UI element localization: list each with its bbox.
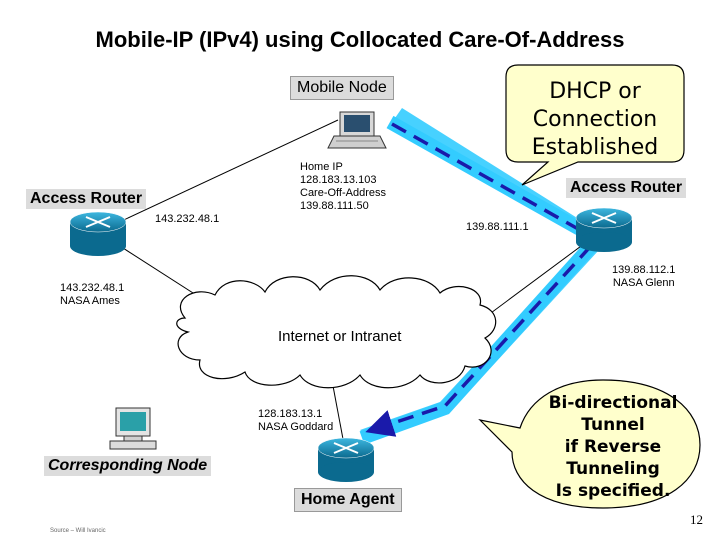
mobile-node-info: Home IP 128.183.13.103 Care-Off-Address … — [300, 161, 386, 213]
mobile-node-info-line: 139.88.111.50 — [300, 200, 369, 212]
home-agent-router-icon — [317, 437, 375, 482]
tunnel-callout-line: Bi-directional — [548, 393, 678, 413]
access-router-left-icon — [69, 211, 127, 256]
dhcp-callout-line: Established — [531, 135, 659, 160]
source-note: Source – Will Ivancic — [50, 528, 106, 534]
tunnel-callout-line: Tunneling — [566, 459, 660, 479]
tunnel-callout-line: if Reverse — [564, 437, 662, 457]
dhcp-callout-text: DHCP or Connection Established — [506, 78, 684, 162]
tunnel-callout-line: Tunnel — [581, 415, 645, 435]
access-router-right-icon — [575, 207, 633, 252]
mobile-node-label: Mobile Node — [290, 76, 394, 100]
home-agent-info-line: 128.183.13.1 — [258, 408, 323, 420]
mobile-node-info-line: Care-Off-Address — [300, 187, 386, 199]
access-router-left-site: 143.232.48.1 NASA Ames — [60, 282, 124, 308]
link-left-router-mobile — [97, 119, 339, 233]
internet-cloud — [176, 275, 497, 389]
dhcp-callout-line: Connection — [532, 107, 658, 132]
right-site-line: 139.88.112.1 — [612, 264, 676, 276]
left-site-line: NASA Ames — [60, 295, 120, 307]
access-router-right-label: Access Router — [566, 178, 687, 198]
mobile-node-info-line: 128.183.13.103 — [300, 174, 377, 186]
access-router-left-label: Access Router — [26, 189, 147, 209]
tunnel-callout-line: Is specified. — [555, 481, 671, 501]
left-site-line: 143.232.48.1 — [60, 282, 125, 294]
cloud-label: Internet or Intranet — [278, 328, 402, 345]
home-agent-info: 128.183.13.1 NASA Goddard — [258, 408, 333, 434]
right-site-line: NASA Glenn — [612, 277, 675, 289]
tunnel-callout-shape — [478, 379, 701, 509]
laptop-icon — [327, 111, 387, 149]
tunnel-callout-text: Bi-directional Tunnel if Reverse Tunneli… — [530, 392, 696, 502]
corresponding-node-label: Corresponding Node — [44, 456, 212, 476]
desktop-computer-icon — [109, 407, 157, 450]
page-number: 12 — [690, 512, 703, 527]
home-agent-label: Home Agent — [294, 488, 402, 512]
home-agent-info-line: NASA Goddard — [258, 421, 334, 433]
access-router-left-ip: 143.232.48.1 — [155, 213, 220, 225]
dhcp-callout-shape — [505, 64, 685, 186]
access-router-right-site: 139.88.112.1 NASA Glenn — [612, 264, 675, 290]
page-title: Mobile-IP (IPv4) using Collocated Care-O… — [95, 27, 625, 52]
mobile-node-info-line: Home IP — [300, 161, 343, 173]
dhcp-callout-line: DHCP or — [549, 79, 641, 104]
access-router-right-ip: 139.88.111.1 — [466, 221, 529, 233]
